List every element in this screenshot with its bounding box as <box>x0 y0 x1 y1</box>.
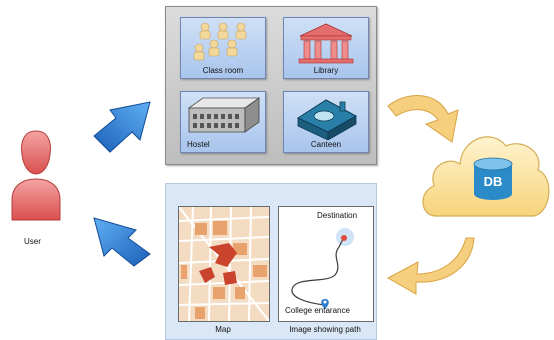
user-icon <box>11 130 61 221</box>
map-image <box>178 206 270 322</box>
entrance-label: College entarance <box>285 306 350 315</box>
facility-label-hostel: Hostel <box>187 140 210 149</box>
map-caption: Map <box>215 325 231 334</box>
facility-label-library: Library <box>313 66 339 75</box>
library-icon <box>298 23 354 64</box>
store-arrow-icon <box>387 95 459 143</box>
retrieve-arrow-icon <box>386 237 475 295</box>
database-icon <box>473 157 513 200</box>
output-panel: Map Destination College entarance Image … <box>165 183 377 340</box>
path-caption: Image showing path <box>289 325 361 334</box>
classroom-icon <box>193 22 247 61</box>
facilities-panel: Class room Library <box>165 6 377 165</box>
facility-tile-hostel: Hostel <box>180 91 266 153</box>
hostel-icon <box>187 97 261 133</box>
facility-tile-library: Library <box>283 17 369 79</box>
facility-tile-classroom: Class room <box>180 17 266 79</box>
facility-label-canteen: Canteen <box>310 140 342 149</box>
request-arrow-icon <box>93 101 151 153</box>
user-label: User <box>24 237 41 246</box>
response-arrow-icon <box>93 217 151 267</box>
map-icon <box>178 206 270 322</box>
facility-tile-canteen: Canteen <box>283 91 369 153</box>
destination-label: Destination <box>317 211 358 220</box>
database-label: DB <box>483 174 503 189</box>
path-image: Destination College entarance <box>278 206 374 322</box>
path-icon <box>291 228 354 309</box>
facility-label-classroom: Class room <box>202 66 244 75</box>
canteen-icon <box>296 99 358 140</box>
